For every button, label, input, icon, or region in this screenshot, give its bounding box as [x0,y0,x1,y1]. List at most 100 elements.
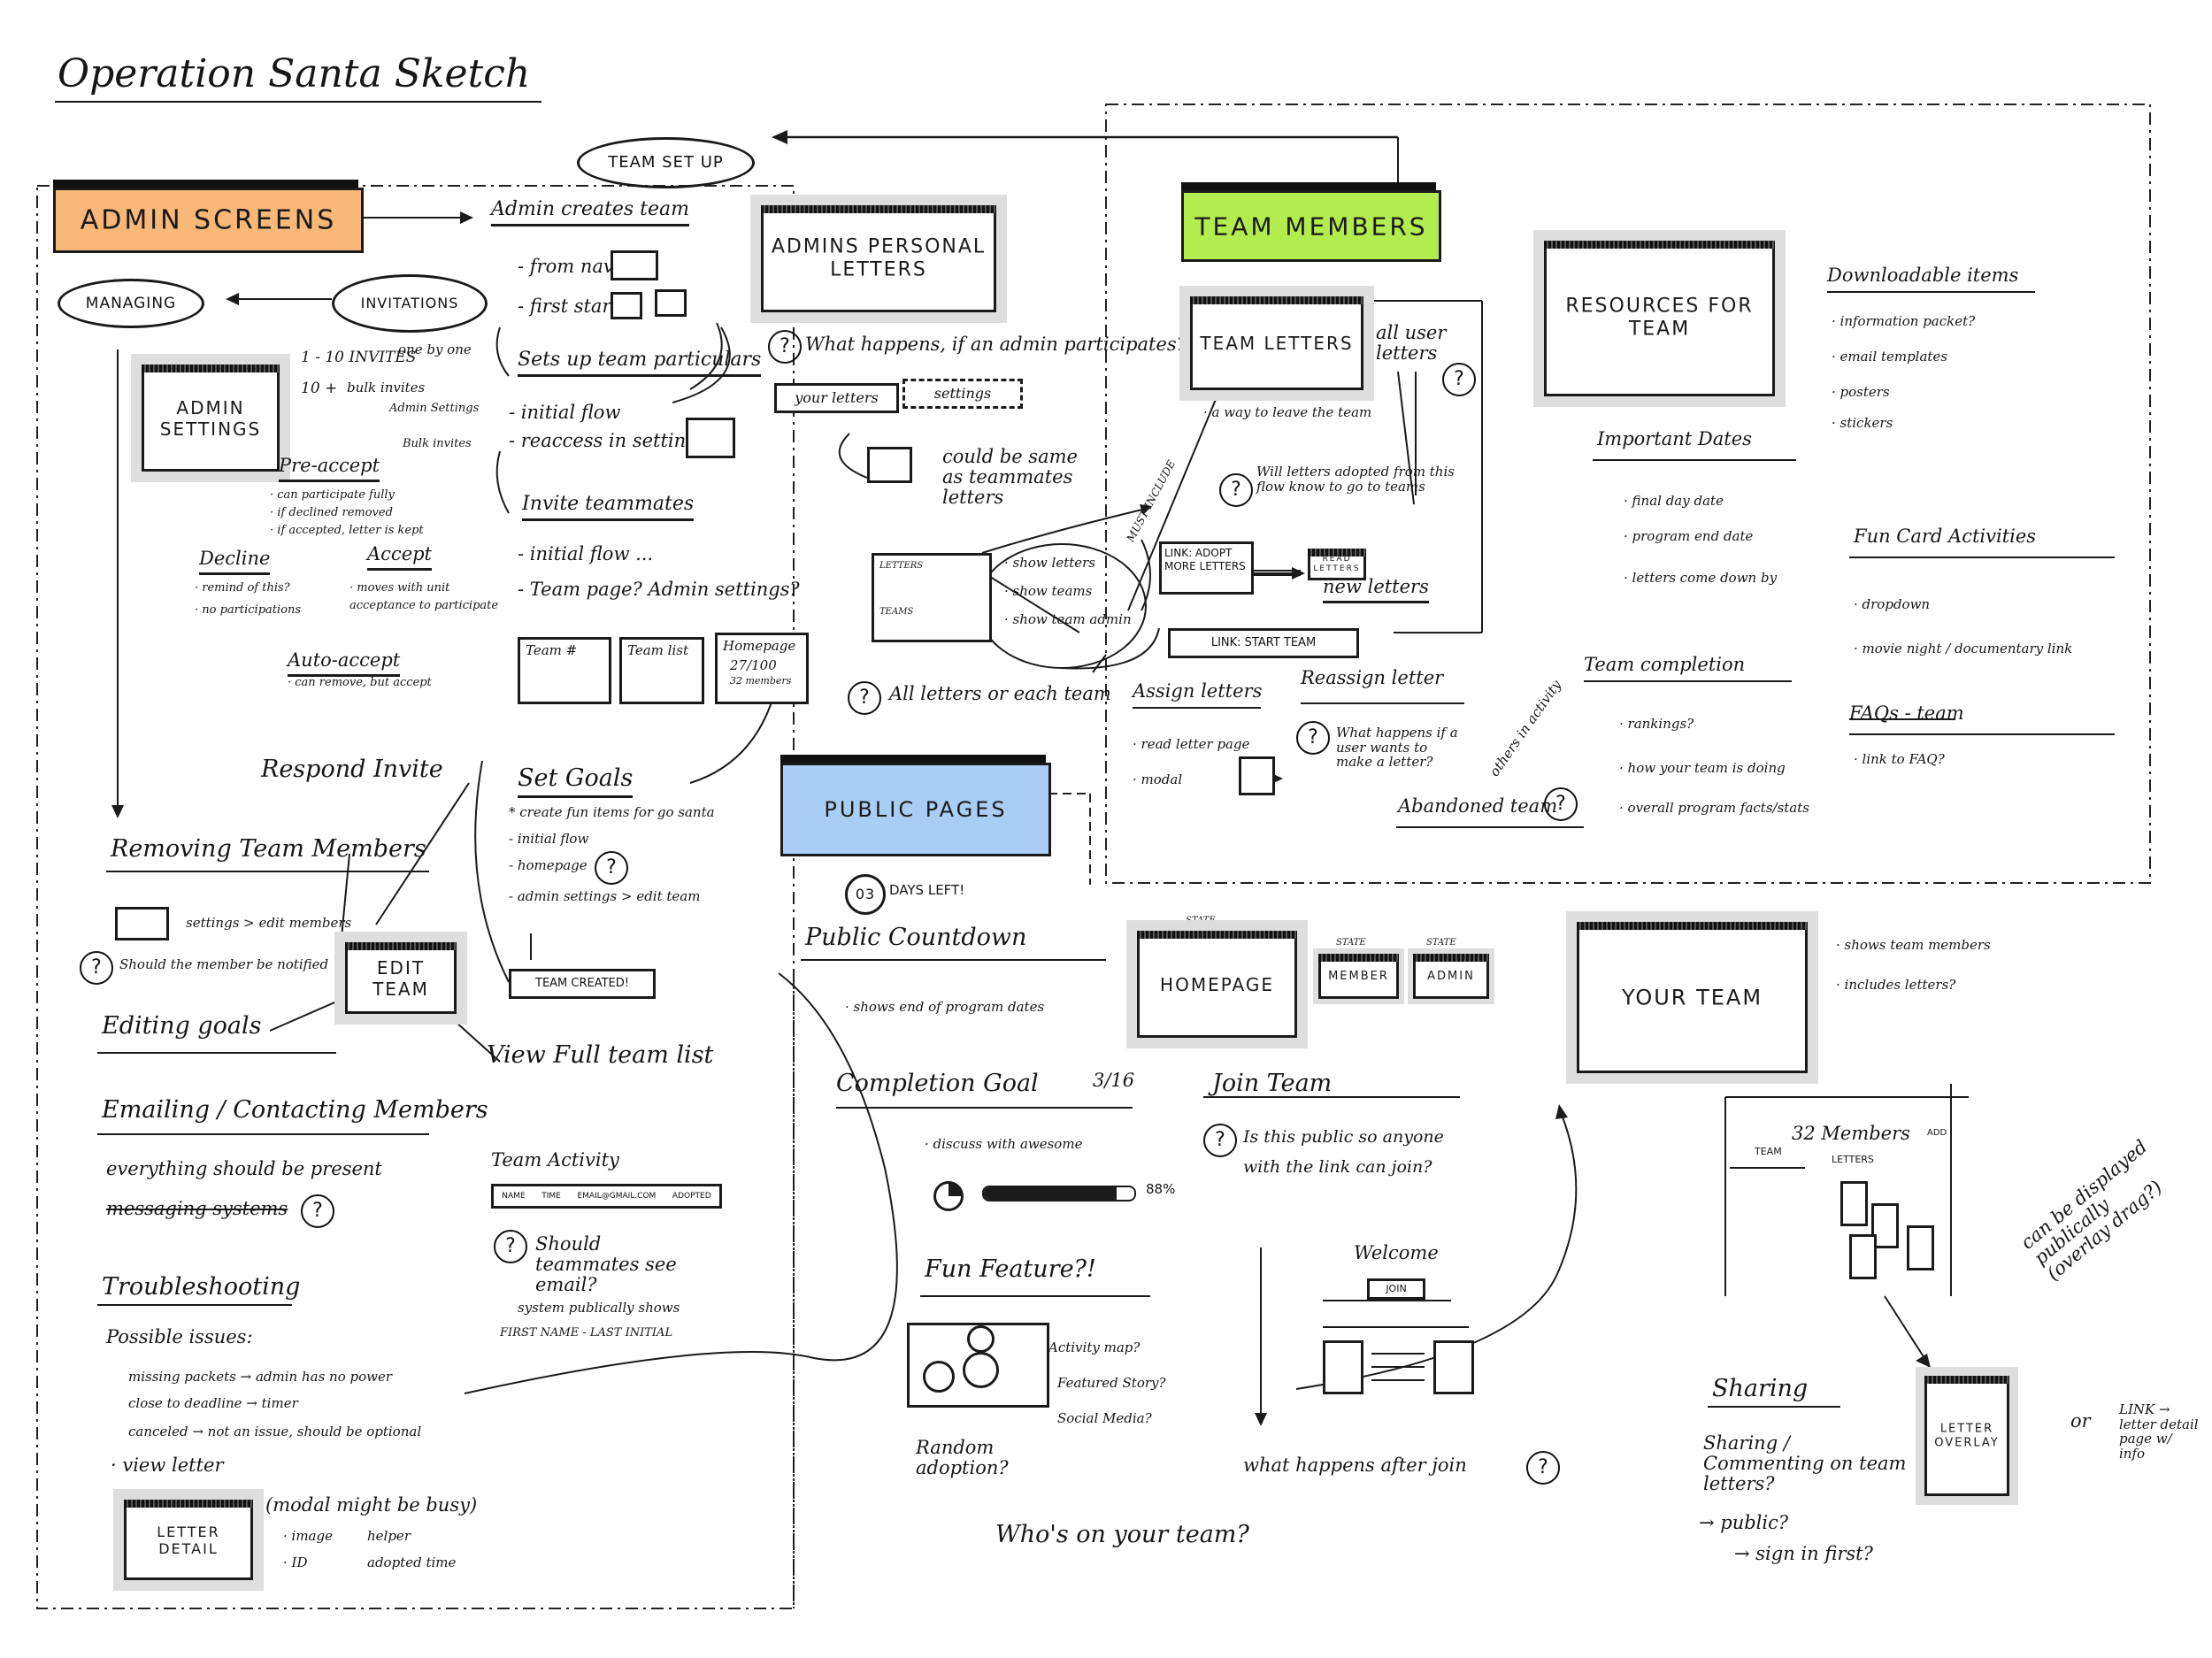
your-letters-tab: your letters [774,383,899,413]
goals-note-3: - homepage [509,857,588,873]
goals-note-4: - admin settings > edit team [509,888,701,904]
first-start-box-mock-2 [655,289,687,317]
countdown-note: · shows end of program dates [845,999,1045,1015]
from-nav: - from nav [518,256,614,277]
emailing-question-icon: ? [301,1194,334,1228]
activity-table-header: NAME TIME EMAIL@GMAIL.COM ADOPTED [491,1184,722,1209]
mock-team-screen-3: Homepage 27/100 32 members [715,633,809,704]
sets-up-reaccess: - reaccess in settings [509,430,708,451]
mock-team-label-1: Team # [526,642,578,658]
decline-note-2: · no participations [195,603,302,617]
all-user-letters: all user letters [1376,322,1447,365]
modal-item-id: · ID [283,1554,308,1570]
activity-col-email: EMAIL@GMAIL.COM [577,1192,657,1201]
mock-team-screen-1: Team # [518,637,611,704]
map-blob-icon [923,1361,955,1393]
team-created-badge: TEAM CREATED! [509,969,656,999]
welcome: Welcome [1354,1242,1439,1263]
important-2: · program end date [1624,528,1754,544]
link-adopt-more: LINK: ADOPT MORE LETTERS [1159,541,1254,595]
could-be-same: could be same as teammates letters [942,446,1078,509]
join-button-mock: JOIN [1367,1278,1425,1300]
goal-note: · discuss with awesome [925,1136,1083,1152]
goal-pie-icon [933,1181,964,1211]
modal-note: (modal might be busy) [265,1494,478,1516]
activity-note: system publically shows [518,1300,680,1316]
invite-team-page: - Team page? Admin settings? [518,579,800,600]
activity-col-name: NAME [502,1192,526,1201]
random-adoption: Random adoption? [916,1437,1009,1479]
letter-detail-label: LETTER DETAIL [157,1523,220,1557]
team-setup-bubble: TEAM SET UP [577,137,755,188]
will-letters-note: Will letters adopted from this flow know… [1256,464,1455,495]
abandoned-team: Abandoned team [1398,795,1558,817]
managing-label: MANAGING [85,295,177,312]
downloadable-2: · email templates [1832,349,1948,365]
letters-teams-mock: LETTERS TEAMS [872,553,992,642]
sharing: Sharing [1712,1375,1809,1402]
issue-1: missing packets → admin has no power [128,1369,393,1385]
admin-settings-note: Admin Settings [389,402,480,415]
members-letters-col: LETTERS [1832,1154,1874,1165]
members-add: ADD [1927,1128,1947,1138]
sharing-sign-in: → sign in first? [1734,1543,1873,1564]
abandoned-question-icon: ? [1544,787,1578,821]
will-letters-question-icon: ? [1219,473,1253,507]
assign-note-2: · modal [1133,771,1183,787]
completion-1: · rankings? [1619,716,1694,732]
goals-note-1: * create fun items for go santa [509,804,715,820]
admins-personal-letters-screen: ADMINS PERSONAL LETTERS [761,205,996,312]
invite-teammates: Invite teammates [522,493,695,522]
mock-teams-label: TEAMS [879,607,914,617]
all-letters-or-each-team: All letters or each team [889,683,1111,704]
sets-up-initial-flow: - initial flow [509,402,621,423]
mock-team-screen-2: Team list [619,637,704,704]
members-count: 32 Members [1792,1123,1910,1144]
accept-note-2: acceptance to participate [349,599,499,612]
fun-card-activities: Fun Card Activities [1854,526,2037,547]
completion-goal: Completion Goal [836,1070,1039,1097]
mock-letters-label: LETTERS [879,561,924,571]
editing-goals: Editing goals [102,1012,262,1040]
goal-progress-fill [984,1187,1117,1200]
team-letters-label: TEAM LETTERS [1200,333,1354,354]
fun-card-1: · dropdown [1854,596,1931,612]
member-state: STATE [1336,938,1366,948]
member-label: MEMBER [1328,969,1389,983]
downloadable-1: · information packet? [1832,313,1976,329]
join-question-icon: ? [1203,1124,1237,1157]
read-letters-screen: READ LETTERS [1308,549,1366,580]
decline: Decline [199,548,271,576]
assign-letters: Assign letters [1133,680,1263,702]
invites-1-10: 1 - 10 INVITES [301,349,417,366]
link-letter-detail: LINK → letter detail page w/ info [2119,1401,2199,1462]
first-start-box-mock [611,292,642,319]
auto-accept-note: · can remove, but accept [288,676,432,689]
modal-item-image: · image [283,1528,333,1544]
modal-item-helper: helper [367,1528,411,1544]
admin-label: ADMIN [1427,969,1475,983]
admin-screens-tab: ADMIN SCREENS [53,180,364,253]
settings-tab: settings [902,379,1023,409]
mock-team-count: 27/100 [730,657,777,673]
edit-team-screen: EDIT TEAM [345,942,457,1014]
activity-col-adopted: ADOPTED [672,1192,711,1201]
fun-note-1: Activity map? [1048,1339,1141,1355]
team-activity: Team Activity [491,1149,619,1171]
after-join-question-icon: ? [1526,1451,1560,1485]
faqs-team: FAQs - team [1849,702,1964,724]
removing-question-icon: ? [80,951,113,985]
welcome-card-left [1323,1340,1363,1394]
important-dates: Important Dates [1597,428,1752,449]
homepage-label: HOMEPAGE [1160,973,1274,995]
whos-on-your-team: Who's on your team? [995,1521,1249,1548]
first-starts: - first starts [518,296,628,317]
emailing-note-2: messaging systems [106,1198,288,1219]
fun-feature: Fun Feature?! [925,1255,1096,1283]
team-letters-screen: TEAM LETTERS [1190,296,1363,390]
respond-invite: Respond Invite [261,756,443,783]
goal-progress-bar [982,1186,1136,1201]
your-letters-label: your letters [795,389,879,406]
your-team-screen: YOUR TEAM [1577,922,1808,1073]
removing-box-mock [115,907,169,940]
